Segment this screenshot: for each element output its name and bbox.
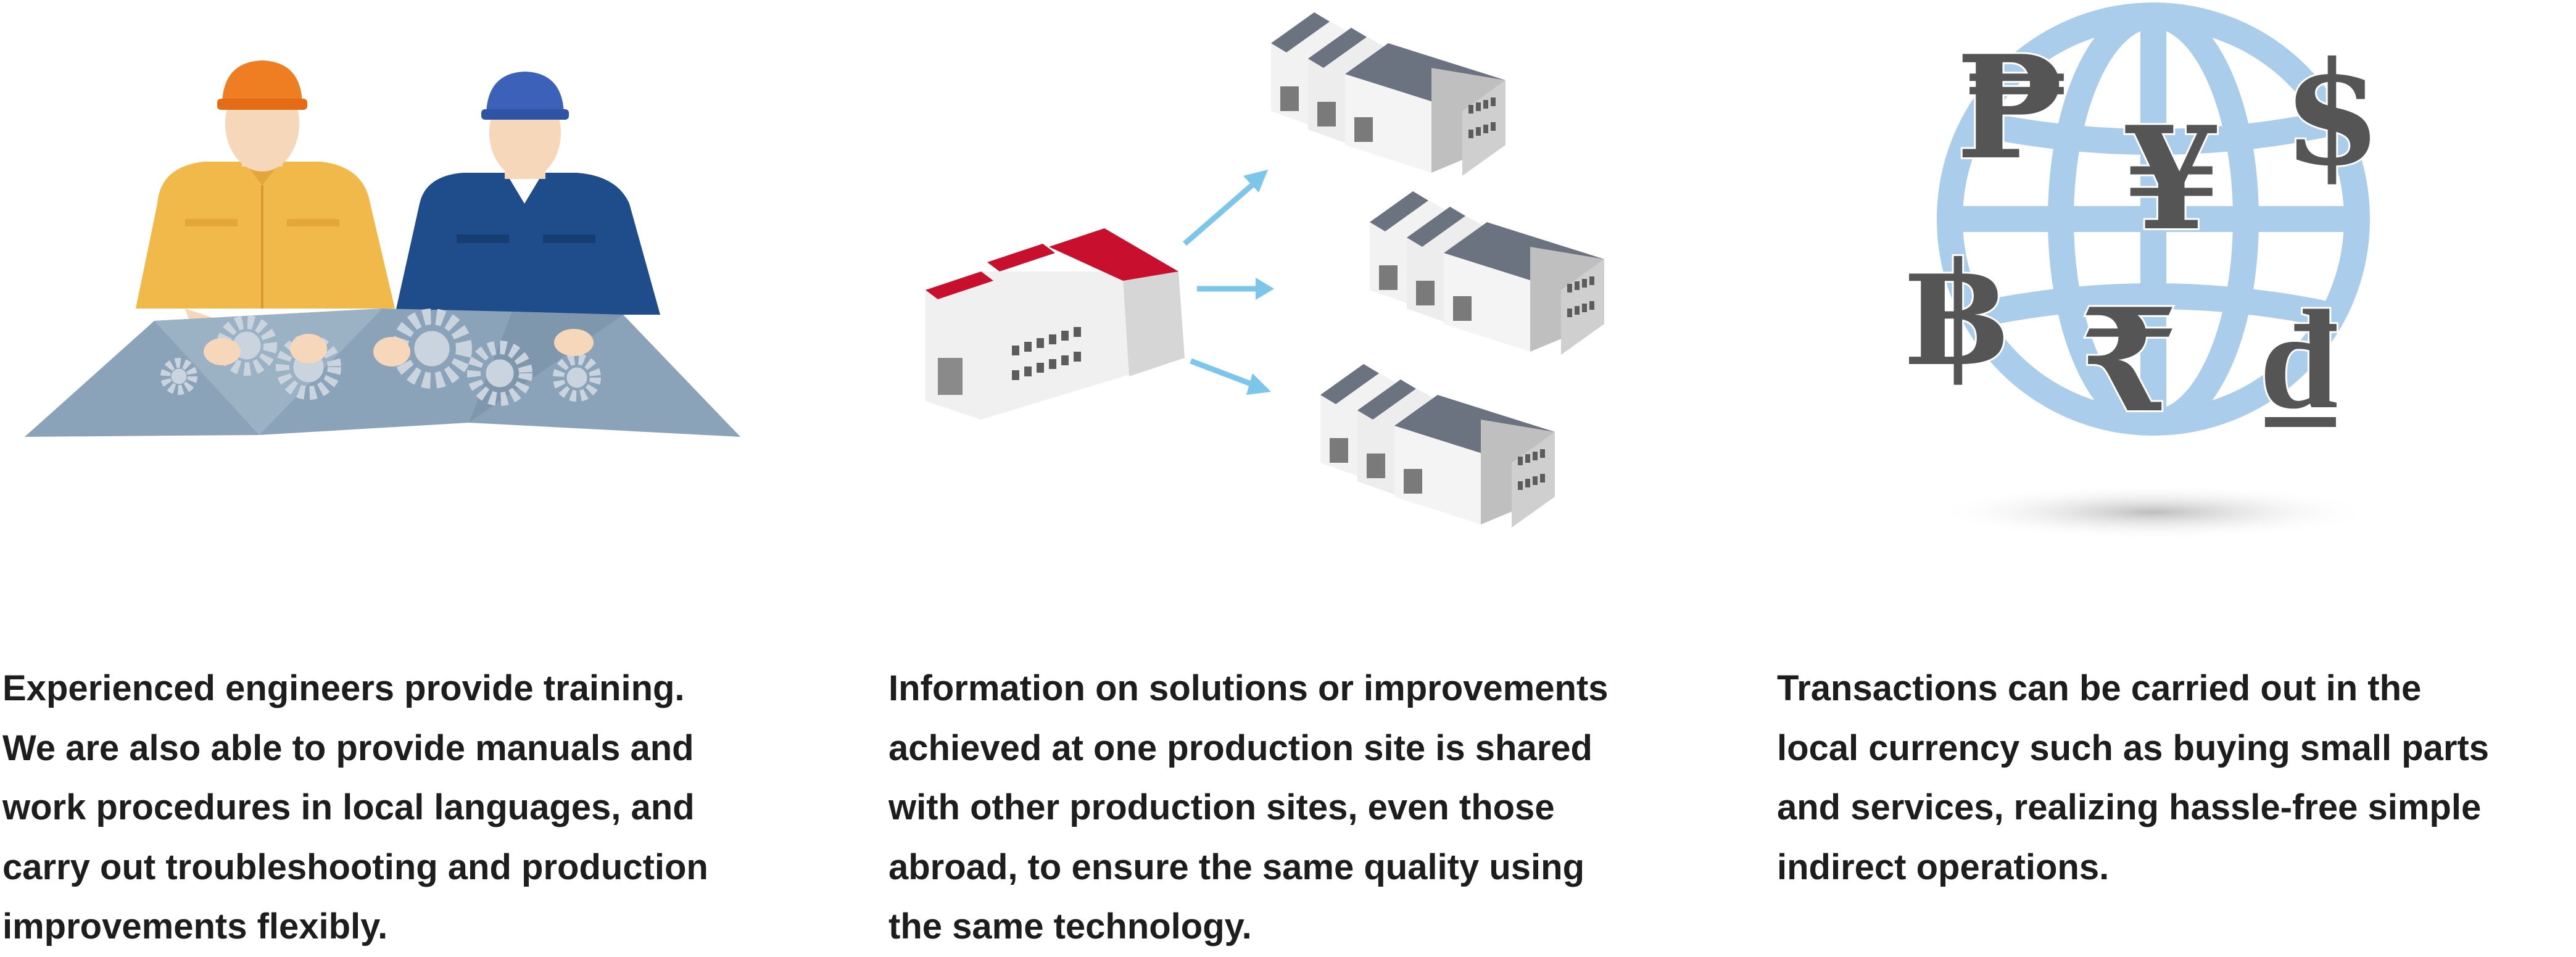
caption-line: work procedures in local languages, and [2,787,695,827]
globe-currency-icon: ₱ ¥ $ ฿ ₹ ₫ [1905,2,2383,540]
caption-line: achieved at one production site is share… [888,727,1592,768]
caption-sharing: Information on solutions or improvements… [888,659,1672,957]
caption-line: Information on solutions or improvements [888,668,1609,708]
feature-training: Experienced engineers provide training. … [0,0,796,947]
caption-line: Transactions can be carried out in the [1777,668,2422,708]
feature-currency: ₱ ¥ $ ฿ ₹ ₫ Transactions can be carried … [1777,0,2576,942]
caption-line: the same technology. [888,906,1252,947]
gears-icon [160,309,601,406]
engineers-gears-icon [25,60,740,437]
caption-line: carry out troubleshooting and production [2,847,708,887]
dong-symbol: ₫ [2264,275,2337,441]
hands [204,329,594,367]
globe-shadow [1931,484,2375,540]
factory-destination-top [1271,12,1505,176]
caption-training: Experienced engineers provide training. … [2,659,786,957]
rupee-symbol: ₹ [2079,278,2178,444]
dollar-symbol: $ [2283,31,2382,197]
caption-line: indirect operations. [1777,847,2110,887]
map-sheet [25,309,740,437]
caption-line: with other production sites, even those [888,787,1555,827]
currency-symbols: ₱ ¥ $ ฿ ₹ ₫ [1905,23,2383,446]
caption-line: We are also able to provide manuals and [2,727,694,768]
factory-destination-bottom [1320,364,1555,528]
globe-icon [1937,2,2370,436]
caption-currency: Transactions can be carried out in the l… [1777,659,2561,897]
arrows [1183,170,1274,395]
baht-symbol: ฿ [1907,231,2005,398]
caption-line: Experienced engineers provide training. [2,668,685,708]
factory-network-icon [926,12,1604,528]
caption-line: abroad, to ensure the same quality using [888,847,1585,887]
caption-line: and services, realizing hassle-free simp… [1777,787,2482,827]
factory-destination-middle [1370,191,1604,355]
yen-symbol: ¥ [2123,96,2221,262]
caption-line: local currency such as buying small part… [1777,727,2489,768]
caption-line: improvements flexibly. [2,906,388,947]
feature-sharing: Information on solutions or improvements… [888,0,1684,947]
peso-symbol: ₱ [1956,25,2068,191]
factory-source [926,228,1185,420]
